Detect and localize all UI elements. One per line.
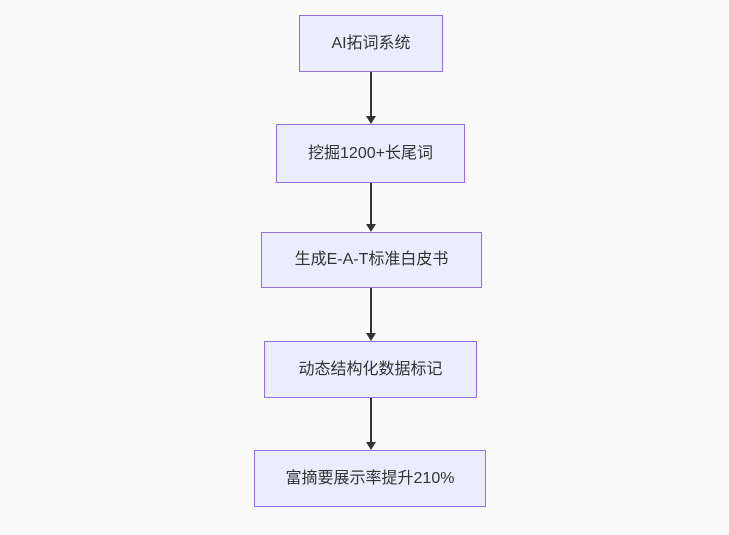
flow-node-label: 挖掘1200+长尾词: [308, 144, 433, 162]
flow-node-longtail-mining: 挖掘1200+长尾词: [276, 124, 465, 183]
flow-node-structured-data-markup: 动态结构化数据标记: [264, 341, 477, 398]
arrow-line: [370, 72, 372, 116]
flow-node-ai-word-system: AI拓词系统: [299, 15, 443, 72]
arrow-line: [370, 398, 372, 442]
flow-arrow-2: [363, 183, 379, 232]
flow-node-rich-snippet-result: 富摘要展示率提升210%: [254, 450, 486, 507]
flow-node-label: 生成E-A-T标准白皮书: [294, 251, 449, 269]
arrow-down-icon: [366, 224, 376, 232]
arrow-down-icon: [366, 442, 376, 450]
arrow-line: [370, 183, 372, 224]
flow-node-label: 富摘要展示率提升210%: [285, 469, 455, 487]
arrow-down-icon: [366, 333, 376, 341]
flow-node-label: 动态结构化数据标记: [298, 360, 443, 378]
arrow-line: [370, 288, 372, 333]
arrow-down-icon: [366, 116, 376, 124]
flow-node-eat-whitepaper: 生成E-A-T标准白皮书: [261, 232, 482, 288]
flow-arrow-3: [363, 288, 379, 341]
flow-arrow-4: [363, 398, 379, 450]
flow-node-label: AI拓词系统: [331, 34, 411, 52]
flow-arrow-1: [363, 72, 379, 124]
